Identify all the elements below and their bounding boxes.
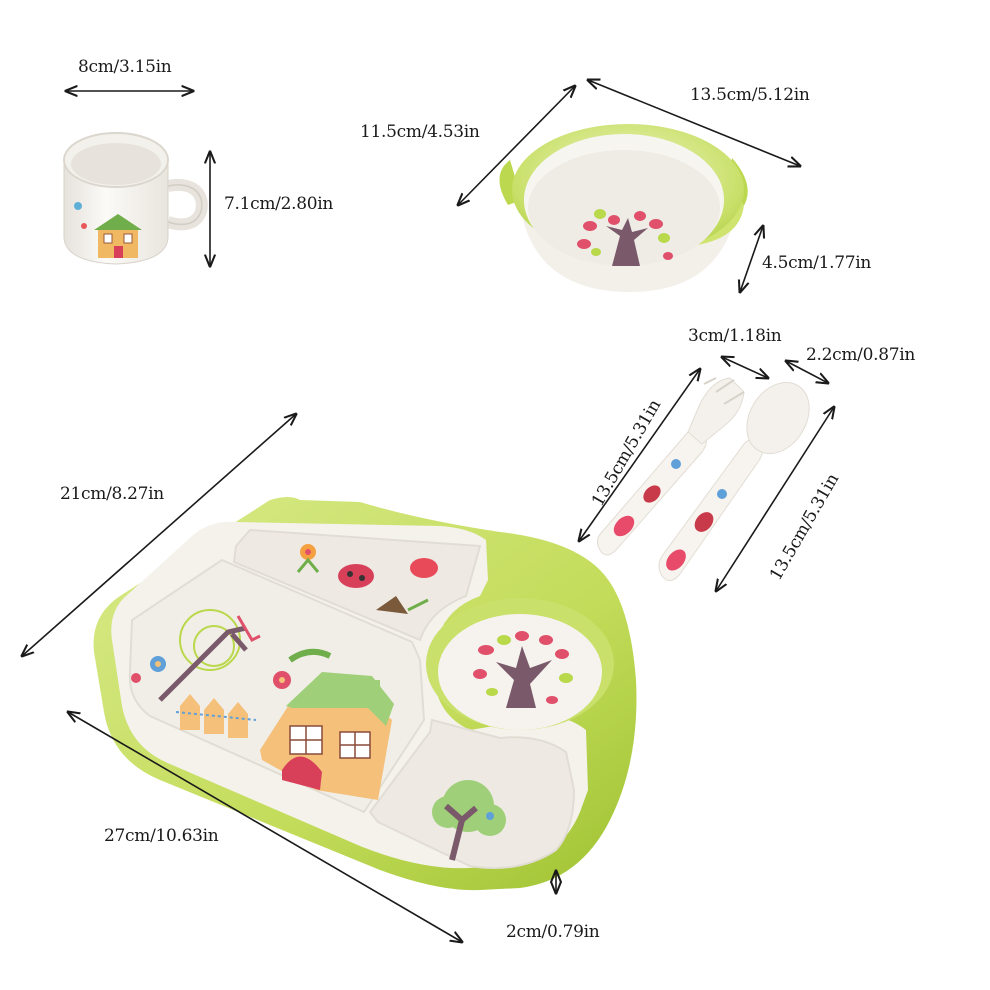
bowl-width-label: 13.5cm/5.12in (690, 85, 810, 105)
plate-height-label: 2cm/0.79in (506, 922, 600, 942)
cup-height-label: 7.1cm/2.80in (224, 194, 334, 214)
cup-width-label: 8cm/3.15in (78, 57, 172, 77)
spoon-head-label: 2.2cm/0.87in (806, 345, 916, 365)
plate-flowers-print (131, 544, 332, 689)
plate-length-label: 27cm/10.63in (104, 826, 219, 846)
plate-ladybug-print (338, 558, 438, 614)
bowl-diameter-arrow (458, 86, 575, 205)
cup-house-print (74, 202, 142, 258)
plate-length-arrow (68, 712, 462, 942)
bowl-height-arrow (740, 226, 763, 292)
bowl-width-arrow (588, 80, 800, 166)
bowl-tree-print (577, 209, 673, 266)
bowl-height-label: 4.5cm/1.77in (762, 253, 872, 273)
bowl-diameter-label: 11.5cm/4.53in (360, 122, 480, 142)
fork-head-label: 3cm/1.18in (688, 326, 782, 346)
spoon-length-arrow (716, 407, 834, 591)
plate-depth-label: 21cm/8.27in (60, 484, 164, 504)
fork-head-arrow (722, 357, 768, 378)
plate-tree-print (473, 631, 573, 708)
fork-length-arrow (579, 369, 700, 541)
plate-depth-arrow (22, 414, 296, 656)
spoon-head-arrow (786, 361, 828, 383)
bowl (499, 124, 748, 292)
cup (63, 132, 208, 265)
